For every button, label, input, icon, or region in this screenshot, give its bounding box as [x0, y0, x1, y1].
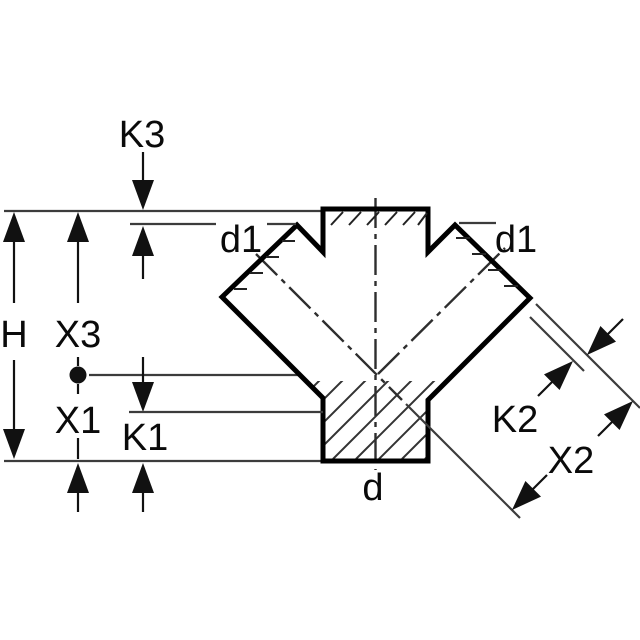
- arrow-upright-icon: [604, 401, 633, 430]
- dimension-x1: X1: [55, 400, 101, 512]
- dimension-h: H: [0, 212, 28, 459]
- dim-label-d: d: [362, 467, 383, 509]
- k2-offset-line: [529, 316, 585, 372]
- dimension-k2: K2: [492, 316, 624, 441]
- dimension-k1: K1: [122, 357, 323, 512]
- arrow-up-icon: [132, 226, 154, 256]
- centerlines: [255, 198, 506, 470]
- fitting-outline-group: [218, 206, 534, 464]
- dimension-k3: K3: [119, 114, 165, 279]
- dimension-d1-right: d1: [459, 219, 537, 261]
- left-branch-axis: [255, 253, 403, 401]
- right-branch-axis: [377, 247, 506, 375]
- center-point-dot: [69, 366, 87, 384]
- branch-end-plane-line: [535, 303, 640, 409]
- dimension-d1-left: d1: [130, 219, 296, 261]
- dim-label-d1-left: d1: [220, 219, 262, 261]
- dim-label-k2: K2: [492, 399, 538, 441]
- dim-label-x1: X1: [55, 400, 101, 442]
- arrow-up-icon: [132, 463, 154, 493]
- dim-label-x2: X2: [548, 440, 594, 482]
- dim-label-k3: K3: [119, 114, 165, 156]
- arrow-downleft-icon: [587, 326, 616, 355]
- fitting-body: [222, 209, 530, 461]
- arrow-up-icon: [67, 463, 89, 493]
- center-plane-diagonal: [405, 403, 521, 519]
- dim-label-k1: K1: [122, 417, 168, 459]
- arrow-downleft-icon: [512, 481, 541, 510]
- arrow-up-icon: [67, 212, 89, 242]
- dim-label-h: H: [0, 314, 27, 356]
- arrow-upright-icon: [544, 361, 573, 390]
- dimension-x3: X3: [55, 212, 101, 394]
- dim-label-d1-right: d1: [495, 219, 537, 261]
- dim-label-x3: X3: [55, 314, 101, 356]
- arrow-down-icon: [132, 180, 154, 210]
- dimension-x2: X2: [405, 401, 633, 519]
- arrow-up-icon: [3, 212, 25, 242]
- arrow-down-icon: [3, 429, 25, 459]
- arrow-down-icon: [132, 382, 154, 412]
- fitting-outline: [218, 206, 534, 464]
- surface-ticks: [234, 211, 518, 290]
